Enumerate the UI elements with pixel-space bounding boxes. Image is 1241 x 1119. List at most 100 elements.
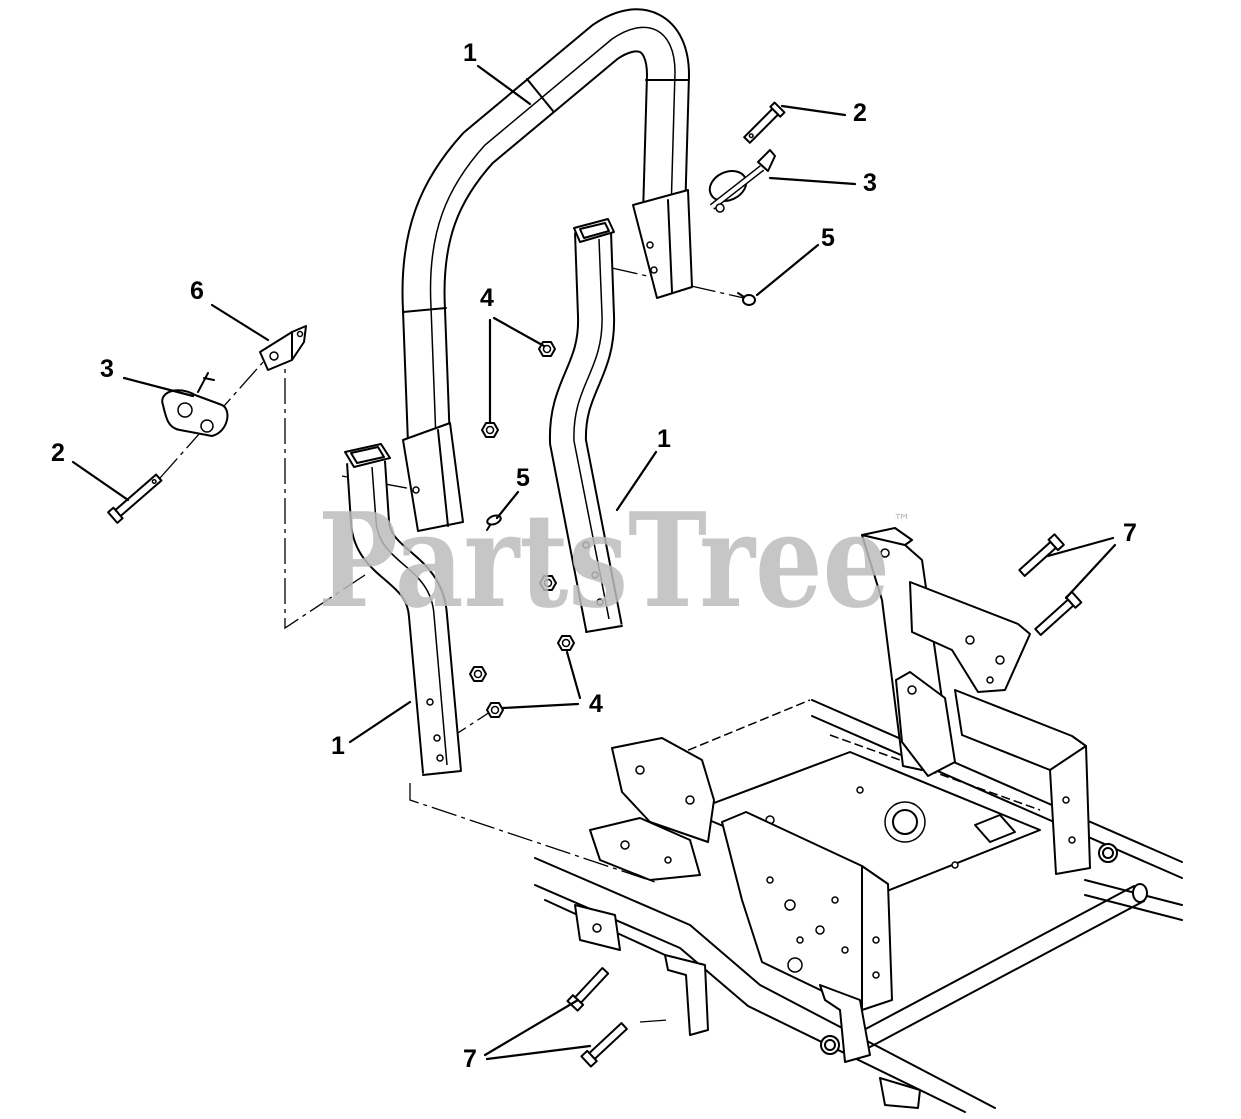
callouts: 1 2 3 5 6 4 3 2 1 5 7 4 1 7 (51, 39, 1137, 1073)
bolt-lower-b (580, 1022, 628, 1068)
nut-hole (473, 669, 483, 679)
upper-roll-bar-edge (429, 26, 676, 468)
rops-mount-right-gusset-hole (907, 685, 917, 695)
nut (557, 635, 575, 651)
bolt-shaft (588, 1022, 628, 1060)
callout-pin-upper: 2 (853, 99, 867, 127)
frame-right-box-hole (1062, 796, 1070, 804)
frame-center-box-hole (784, 899, 796, 911)
assembly-line (284, 338, 366, 630)
frame-center-box-hole (787, 957, 803, 973)
upper-roll-bar-joint (526, 78, 554, 112)
nut-hole (485, 425, 495, 435)
frame-center-box-hole (796, 936, 804, 944)
nut-hole (490, 705, 500, 715)
frame-deck-large-hole (884, 801, 926, 843)
nut-hole (542, 344, 552, 354)
pin-left (107, 473, 163, 524)
right-sleeve-hole (646, 241, 654, 249)
tractor-frame (534, 527, 1183, 1113)
leader-line (476, 64, 532, 106)
bolt-head (580, 1049, 598, 1068)
hairpin-clip-left-leaf (203, 377, 215, 381)
lower-right-tube-opening-inner (579, 222, 610, 239)
callout-pin-left: 2 (51, 439, 65, 467)
hairpin-clip-upper (708, 149, 776, 213)
hairpin-clip-left-pin (197, 372, 209, 393)
nut (481, 422, 499, 438)
bracket-hole (269, 351, 279, 361)
lower-right-tube-hole (596, 598, 604, 606)
frame-center-box-hole (872, 971, 880, 979)
leader-line (492, 316, 546, 348)
callout-roll-bar-upper: 1 (463, 39, 477, 67)
assembly-lines (159, 267, 745, 1023)
bolt-upper-a (1018, 533, 1065, 577)
leader-line (1046, 536, 1115, 558)
lower-left-tube-hole (433, 734, 441, 742)
pin-upper-head (769, 101, 786, 118)
upper-roll-bar-joint (402, 307, 447, 313)
frame-right-box (954, 689, 1091, 875)
right-sleeve-hole (650, 266, 658, 274)
leader-line (768, 176, 857, 186)
lower-right-tube-hole (591, 571, 599, 579)
lower-left-tube-edge (371, 466, 448, 766)
leader-line (495, 490, 520, 520)
hairpin-clip-left-hole (200, 419, 214, 433)
upper-roll-bar (401, 8, 693, 532)
bolt-lower-a (566, 967, 610, 1012)
frame-front-plate-body (589, 817, 701, 881)
frame-front-plate-hole (620, 840, 630, 850)
frame-center-box-body (721, 811, 893, 1011)
left-sleeve-edge (437, 429, 449, 527)
frame-front-plate (589, 817, 701, 881)
rops-mount-right-bracket-hole (986, 676, 994, 684)
frame-cross-tube (859, 843, 1148, 1048)
bolt-shaft (574, 967, 610, 1004)
leader-line (1064, 543, 1117, 600)
rops-mount-left-hole (685, 795, 695, 805)
rops-mount-left (611, 737, 715, 843)
rops-mount-right (861, 527, 1031, 777)
pin-left-cross-hole (151, 478, 157, 485)
watermark-trademark: ™ (893, 511, 911, 532)
callout-clip-upper: 3 (863, 169, 877, 197)
lower-left-tube-face (348, 460, 460, 774)
frame-center-box (721, 811, 893, 1011)
nuts (469, 341, 575, 718)
rops-mount-right-gusset (895, 671, 956, 777)
frame-center-box-hole (872, 936, 880, 944)
frame-deck-hole (951, 861, 959, 869)
watermark-text: PartsTree (318, 484, 890, 637)
leader-line (122, 376, 195, 398)
screw-right-shank (737, 292, 745, 298)
left-sleeve-hole (412, 486, 420, 494)
rops-mount-right-bracket-hole (965, 635, 975, 645)
leader-line (485, 1044, 592, 1061)
lower-left-tube-hole (436, 754, 444, 762)
frame-deck-large-hole-rim (892, 809, 918, 835)
right-sleeve-body (632, 189, 693, 299)
lower-left-tube-hole (426, 698, 434, 706)
nut (469, 666, 487, 682)
frame-bottom-mount-hole (820, 1035, 840, 1055)
lower-right-roll-bar-tube (548, 218, 623, 633)
pin-upper-shaft (743, 107, 780, 144)
frame-right-box-edge (1049, 745, 1087, 771)
frame-center-box-hole (815, 925, 825, 935)
frame-deck-hole (856, 786, 864, 794)
leader-line (780, 104, 847, 117)
lower-left-roll-bar-tube (344, 443, 462, 776)
pin-upper (743, 101, 786, 144)
leader-line (483, 998, 580, 1057)
frame-center-box-hole (831, 896, 839, 904)
frame-rail-hole-inner (1102, 847, 1114, 859)
upper-roll-bar-left-sleeve (402, 422, 464, 532)
hairpin-clip-left (161, 372, 229, 437)
frame-bottom-mounts (574, 904, 921, 1109)
upper-roll-bar-right-sleeve (632, 189, 693, 299)
lower-right-tube-end (585, 625, 623, 633)
frame-center-box-hole (766, 876, 774, 884)
